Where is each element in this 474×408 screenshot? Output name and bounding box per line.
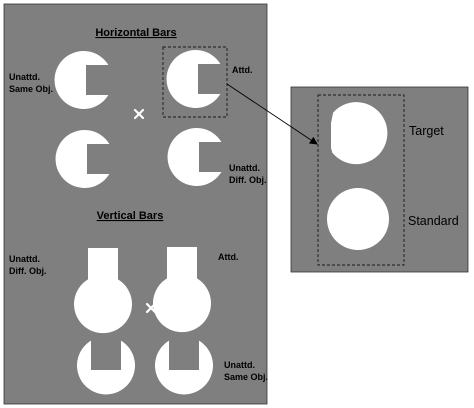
target-circle bbox=[331, 102, 388, 165]
standard-label: Standard bbox=[408, 214, 459, 228]
notched-circle-h-top-right bbox=[166, 49, 221, 108]
notched-circle-v-top-right bbox=[152, 247, 211, 333]
label-h-unattd-diff-line1: Unattd. bbox=[229, 163, 260, 173]
label-h-unattd-same-line2: Same Obj. bbox=[9, 84, 53, 94]
label-h-attd: Attd. bbox=[232, 65, 253, 75]
notched-circle-v-bottom-right bbox=[155, 340, 213, 395]
label-v-unattd-diff-line1: Unattd. bbox=[9, 254, 40, 264]
notched-circle-v-top-left bbox=[74, 248, 132, 334]
label-v-unattd-diff-line2: Diff. Obj. bbox=[9, 266, 47, 276]
inset-dashed-box bbox=[317, 94, 405, 266]
main-panel bbox=[3, 3, 268, 405]
zoom-arrow bbox=[226, 83, 318, 145]
vertical-bars-title: Vertical Bars bbox=[97, 210, 164, 222]
notched-circle-h-bottom-left bbox=[55, 130, 110, 188]
fixation-cross-top bbox=[133, 108, 145, 120]
notched-circle-h-top-left bbox=[54, 51, 109, 109]
label-v-unattd-same-line2: Same Obj. bbox=[224, 372, 268, 382]
attended-highlight-box bbox=[162, 46, 228, 118]
standard-circle bbox=[327, 188, 389, 250]
horizontal-bars-title: Horizontal Bars bbox=[95, 27, 176, 39]
label-h-unattd-same-line1: Unattd. bbox=[9, 72, 40, 82]
label-v-attd: Attd. bbox=[218, 252, 239, 262]
label-v-unattd-same-line1: Unattd. bbox=[224, 360, 255, 370]
fixation-cross-bottom bbox=[145, 302, 157, 314]
notched-circle-h-bottom-right bbox=[167, 128, 222, 186]
notched-circle-v-bottom-left bbox=[77, 340, 135, 395]
target-label: Target bbox=[409, 124, 444, 138]
label-h-unattd-diff-line2: Diff. Obj. bbox=[229, 175, 267, 185]
